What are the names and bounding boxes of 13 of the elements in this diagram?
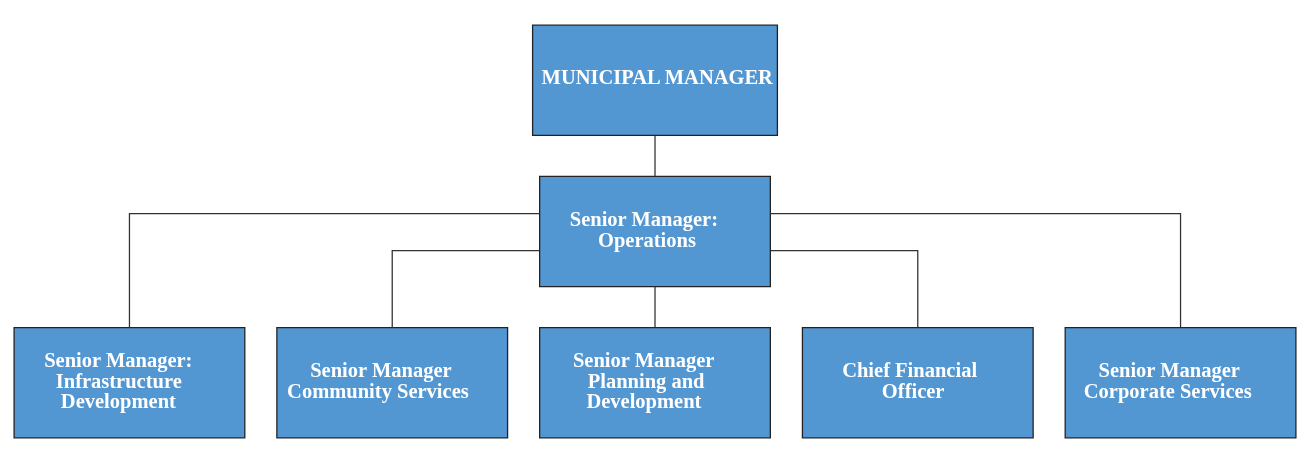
- connector: [128, 212, 540, 328]
- connector: [770, 212, 1182, 328]
- node-box: Chief Financial Officer: [801, 327, 1034, 439]
- node-box: MUNICIPAL MANAGER: [531, 24, 779, 136]
- node-box: Senior Manager: Infrastructure Development: [13, 327, 246, 439]
- node-box: Senior Manager Corporate Services: [1064, 327, 1297, 439]
- node-box: Senior Manager Planning and Development: [539, 327, 771, 439]
- node-box: Senior Manager Community Services: [276, 327, 509, 439]
- connector: [654, 286, 656, 328]
- connector: [770, 250, 919, 329]
- node-box: Senior Manager: Operations: [539, 175, 771, 288]
- connector: [391, 250, 540, 329]
- connector: [654, 135, 656, 177]
